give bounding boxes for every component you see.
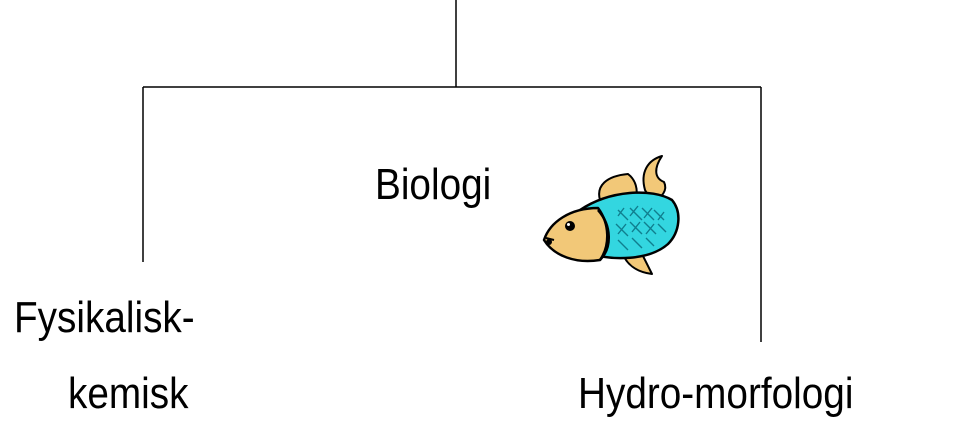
node-fysikalisk-line1: Fysikalisk-: [14, 296, 195, 340]
node-hydro-morfologi: Hydro-morfologi: [578, 372, 853, 416]
node-fysikalisk-line2: kemisk: [68, 372, 188, 416]
fish-icon: [540, 152, 700, 282]
node-biologi: Biologi: [375, 163, 491, 207]
